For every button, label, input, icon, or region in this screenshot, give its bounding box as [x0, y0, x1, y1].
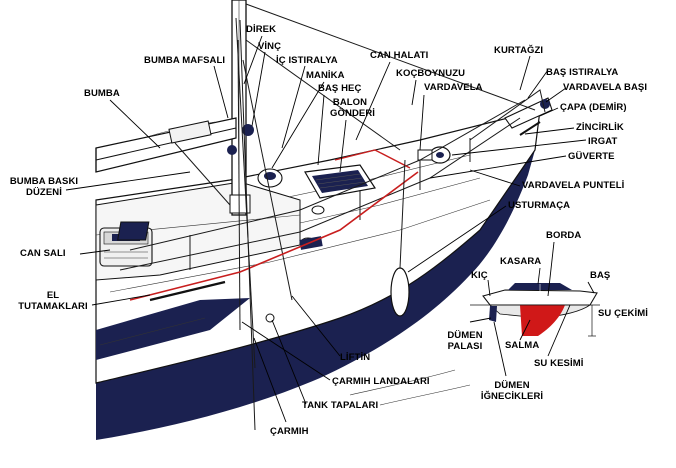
label-bumba-baski-line1: BUMBA BASKI — [9, 176, 79, 187]
inset-profile — [470, 283, 600, 337]
label-dumen-ignecikleri-line2: İĞNECİKLERİ — [480, 391, 544, 402]
label-can-sali: CAN SALI — [20, 248, 66, 259]
label-liftin: LİFTİN — [340, 352, 371, 363]
label-bas-hec: BAŞ HEÇ — [318, 83, 362, 94]
label-irgat: IRGAT — [588, 136, 618, 147]
label-bumba-mafsali: BUMBA MAFSALI — [144, 55, 226, 66]
forward-hatch — [304, 164, 376, 199]
inset-hull — [482, 289, 598, 306]
label-balon-gonderi-line1: BALON — [332, 97, 368, 108]
jackline — [129, 171, 419, 301]
boom — [95, 117, 237, 173]
label-balon-gonderi-line2: GÖNDERİ — [330, 108, 376, 119]
label-kasara: KASARA — [500, 256, 542, 267]
fender — [390, 267, 410, 317]
pulpit — [469, 89, 546, 141]
label-tank-tapalari: TANK TAPALARI — [302, 400, 379, 411]
label-bas: BAŞ — [590, 270, 611, 281]
label-dumen-palasi-line2: PALASI — [447, 341, 483, 352]
hull-side — [96, 150, 535, 440]
label-manika: MANİKA — [306, 70, 345, 81]
label-borda: BORDA — [546, 230, 582, 241]
label-bumba-baski: BUMBA BASKI DÜZENİ — [4, 176, 84, 198]
label-kic: KIÇ — [471, 270, 488, 281]
label-vardavela-basi: VARDAVELA BAŞI — [563, 82, 648, 93]
label-salma: SALMA — [505, 340, 540, 351]
label-dumen-palasi: DÜMEN PALASI — [440, 330, 490, 352]
label-zincirlik: ZİNCİRLİK — [576, 122, 624, 133]
label-dumen-ignecikleri-line1: DÜMEN — [494, 380, 530, 391]
label-direk: DİREK — [246, 24, 277, 35]
label-carmih: ÇARMIH — [270, 426, 309, 437]
boom-vang — [174, 142, 231, 206]
grab-rail — [149, 280, 226, 302]
label-balon-gonderi: BALON GÖNDERİ — [330, 97, 375, 119]
label-capa: ÇAPA (DEMİR) — [560, 102, 627, 113]
label-dumen-ignecikleri: DÜMEN İĞNECİKLERİ — [470, 380, 554, 402]
label-su-cekimi: SU ÇEKİMİ — [598, 308, 648, 319]
label-bumba: BUMBA — [84, 88, 120, 99]
label-dumen-palasi-line1: DÜMEN — [447, 330, 483, 341]
label-bas-istiralya: BAŞ ISTIRALYA — [546, 67, 619, 78]
forestay — [245, 3, 536, 111]
stanchion — [189, 138, 471, 270]
inner-forestay — [245, 39, 401, 151]
label-kurtagzi: KURTAĞZI — [494, 45, 544, 56]
label-el-tutamaklari: EL TUTAMAKLARI — [10, 290, 96, 312]
label-guverte: GÜVERTE — [568, 151, 615, 162]
label-carmih-landalari: ÇARMIH LANDALARI — [332, 376, 430, 387]
label-bumba-baski-line2: DÜZENİ — [26, 187, 62, 198]
inset-rudder — [489, 306, 497, 322]
label-vardavela: VARDAVELA — [424, 82, 483, 93]
label-el-tutamaklari-line2: TUTAMAKLARI — [18, 301, 88, 312]
label-su-kesimi: SU KESİMİ — [534, 358, 584, 369]
aft-hatch — [117, 221, 150, 241]
inset-keel — [520, 305, 565, 336]
label-vardavela-punteli: VARDAVELA PUNTELİ — [522, 180, 625, 191]
label-usturmaca: USTURMAÇA — [508, 200, 571, 211]
label-vinc: VİNÇ — [258, 41, 282, 52]
label-ic-istiralya: İÇ ISTIRALYA — [276, 55, 338, 66]
label-can-halati: CAN HALATI — [370, 50, 429, 61]
leader-lines — [65, 35, 595, 423]
topping-lift — [235, 17, 256, 369]
cockpit — [96, 298, 250, 360]
lifeline — [129, 99, 526, 251]
label-el-tutamaklari-line1: EL — [46, 290, 60, 301]
label-kocboynuzu: KOÇBOYNUZU — [396, 68, 466, 79]
